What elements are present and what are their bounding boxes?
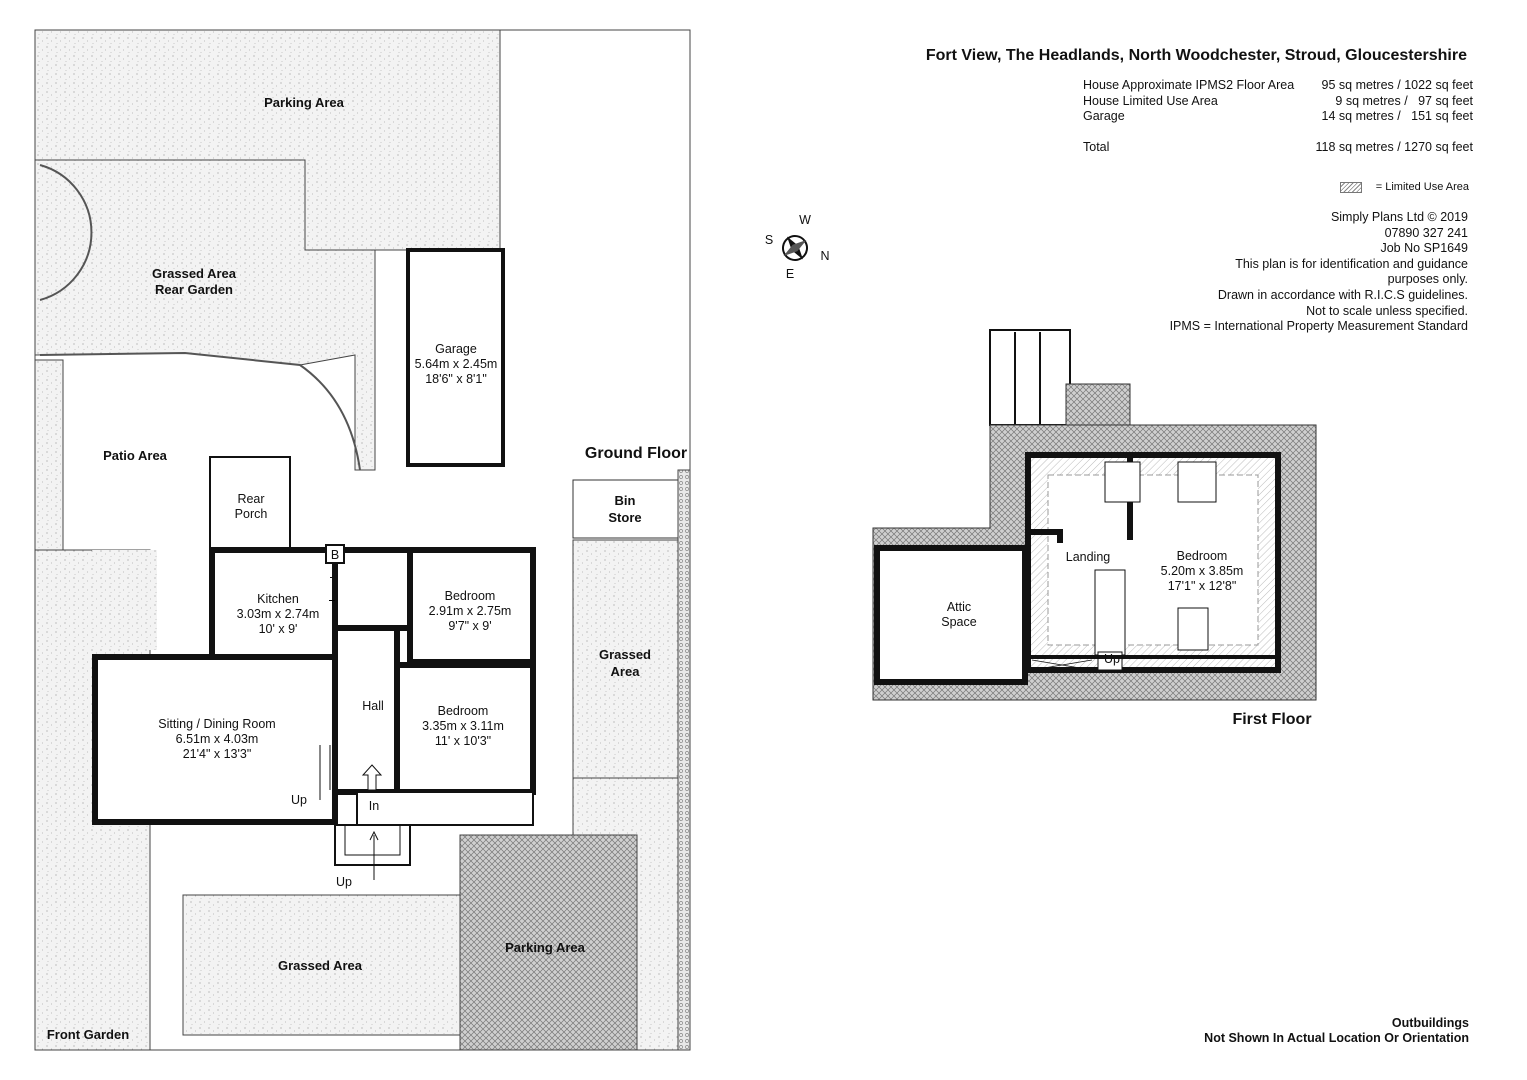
compass-e: E: [786, 267, 794, 281]
label-up-steps: Up: [336, 875, 352, 889]
legend: = Limited Use Area: [1339, 181, 1469, 193]
compass-s: S: [765, 233, 773, 247]
label-garage-ft: 18'6" x 8'1": [425, 372, 487, 386]
total-label: Total: [1083, 139, 1110, 154]
label-ff-bedroom-m: 5.20m x 3.85m: [1161, 564, 1244, 578]
area-value: 14 sq metres / 151 sq feet: [1321, 109, 1473, 124]
area-row: House Limited Use Area 9 sq metres / 97 s…: [1083, 94, 1473, 110]
label-sitting-ft: 21'4" x 13'3": [183, 747, 252, 761]
label-kitchen: Kitchen: [257, 592, 299, 606]
grassed-area-right: [572, 539, 679, 779]
label-garage-m: 5.64m x 2.45m: [415, 357, 498, 371]
property-title: Fort View, The Headlands, North Woodches…: [925, 47, 1467, 64]
area-row: House Approximate IPMS2 Floor Area 95 sq …: [1083, 78, 1473, 94]
label-bedroom2-ft: 11' x 10'3": [435, 734, 491, 748]
label-rear-porch-2: Porch: [235, 507, 268, 521]
label-ff-up: Up: [1104, 652, 1120, 666]
attic-space: [874, 545, 1028, 685]
label-bin-store-2: Store: [608, 510, 641, 525]
area-row: Garage 14 sq metres / 151 sq feet: [1083, 109, 1473, 125]
grassed-area-front: [182, 894, 461, 1036]
label-landing: Landing: [1066, 550, 1111, 564]
credit-line: Simply Plans Ltd © 2019: [1330, 210, 1468, 224]
total-value: 118 sq metres / 1270 sq feet: [1315, 139, 1473, 154]
chimney: [1065, 383, 1131, 426]
label-bedroom2-m: 3.35m x 3.11m: [422, 719, 504, 733]
area-label: House Limited Use Area: [1083, 93, 1218, 108]
credit-line: This plan is for identification and guid…: [1235, 256, 1468, 271]
bin-store: [572, 479, 679, 539]
label-grassed-right-1: Grassed: [599, 647, 651, 662]
compass-w: W: [799, 213, 811, 227]
rear-porch: [209, 456, 291, 550]
label-ff-bedroom: Bedroom: [1177, 549, 1228, 563]
label-sitting: Sitting / Dining Room: [158, 717, 275, 731]
gravel-border: [677, 469, 691, 1051]
label-sitting-m: 6.51m x 4.03m: [176, 732, 259, 746]
label-rear-garden-1: Grassed Area: [152, 266, 237, 281]
label-garage: Garage: [435, 342, 477, 356]
credit-line: 07890 327 241: [1384, 225, 1468, 240]
label-rear-garden-2: Rear Garden: [155, 282, 233, 297]
label-attic-2: Space: [941, 615, 976, 629]
label-bedroom2: Bedroom: [438, 704, 489, 718]
outbuildings-line: Not Shown In Actual Location Or Orientat…: [1204, 1031, 1469, 1045]
label-bedroom1-m: 2.91m x 2.75m: [429, 604, 512, 618]
label-parking-top: Parking Area: [264, 95, 344, 110]
label-rear-porch-1: Rear: [237, 492, 264, 506]
label-bedroom1-ft: 9'7" x 9': [448, 619, 491, 633]
first-floor-plan: [872, 329, 1317, 701]
label-kitchen-m: 3.03m x 2.74m: [237, 607, 320, 621]
label-bedroom1: Bedroom: [445, 589, 496, 603]
ground-floor-plan: [34, 29, 691, 1051]
credit-line: purposes only.: [1387, 272, 1468, 287]
parking-area-bottom: [459, 834, 638, 1051]
legend-label: = Limited Use Area: [1375, 181, 1469, 193]
bathroom: [332, 547, 413, 631]
area-value: 95 sq metres / 1022 sq feet: [1321, 78, 1473, 92]
kitchen: [209, 547, 338, 663]
label-bin-store-1: Bin: [615, 493, 636, 508]
label-up-stairs: Up: [291, 793, 307, 807]
label-ff-bedroom-ft: 17'1" x 12'8": [1168, 579, 1237, 593]
label-in: In: [369, 799, 379, 813]
label-patio: Patio Area: [103, 448, 168, 463]
hall: [332, 625, 400, 795]
compass-icon: [782, 235, 808, 261]
label-parking-bottom: Parking Area: [505, 940, 585, 955]
sitting-dining-room: [92, 654, 338, 825]
label-boiler: B: [331, 548, 339, 562]
area-summary: House Approximate IPMS2 Floor Area 95 sq …: [1083, 78, 1473, 155]
compass-n: N: [820, 249, 829, 263]
label-front-garden: Front Garden: [47, 1027, 129, 1042]
area-value: 9 sq metres / 97 sq feet: [1335, 93, 1473, 108]
credit-line: IPMS = International Property Measuremen…: [1169, 319, 1468, 334]
area-label: House Approximate IPMS2 Floor Area: [1083, 78, 1295, 92]
limited-use-swatch: [1339, 181, 1362, 193]
credit-line: Drawn in accordance with R.I.C.S guideli…: [1217, 287, 1468, 302]
credits: Simply Plans Ltd © 2019 07890 327 241 Jo…: [1170, 210, 1468, 335]
first-floor-heading: First Floor: [1232, 711, 1311, 728]
outbuildings-line: Outbuildings: [1391, 1016, 1469, 1030]
total-row: Total 118 sq metres / 1270 sq feet: [1083, 140, 1473, 156]
bedroom-2: [394, 662, 536, 795]
label-grassed-right-2: Area: [611, 664, 641, 679]
label-grassed-front: Grassed Area: [278, 958, 363, 973]
label-hall: Hall: [362, 699, 384, 713]
outbuildings-note: Outbuildings Not Shown In Actual Locatio…: [1204, 1016, 1469, 1046]
credit-line: Job No SP1649: [1380, 241, 1468, 256]
ground-floor-heading: Ground Floor: [585, 445, 687, 462]
credit-line: Not to scale unless specified.: [1306, 303, 1468, 318]
area-label: Garage: [1083, 109, 1125, 124]
front-steps: [334, 824, 411, 866]
label-kitchen-ft: 10' x 9': [259, 622, 298, 636]
garage: [406, 248, 505, 467]
label-attic-1: Attic: [947, 600, 971, 614]
